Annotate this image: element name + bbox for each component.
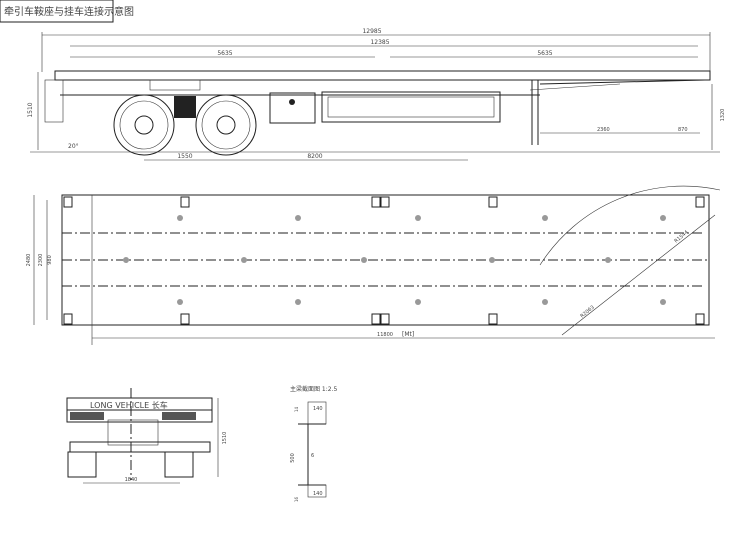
dim-small-height: 1320: [720, 109, 726, 122]
dim-flange-thk-top: 14: [294, 406, 299, 412]
wheel-1: [113, 94, 175, 156]
dim-left-segment: 5635: [217, 50, 232, 57]
dim-width-track: 980: [47, 255, 53, 265]
dim-width-inner: 2300: [38, 254, 44, 267]
title-text: 牵引车鞍座与挂车连接示意图: [4, 5, 134, 18]
radius-2: R2063: [579, 305, 595, 320]
wheel-2: [195, 94, 257, 156]
dim-flange-top: 140: [313, 406, 323, 412]
section-label: 主梁截面图 1:2.5: [290, 385, 337, 393]
twist-locks: [63, 196, 705, 325]
dim-web-height: 500: [290, 453, 296, 463]
dim-rear-track: 1840: [125, 477, 138, 483]
side-view: 12985 12385 5635 5635 1510 20° 1: [27, 28, 726, 161]
beam-section: 主梁截面图 1:2.5 140 140 500 6 14 16: [290, 385, 337, 502]
dim-deck-length: 12385: [370, 39, 389, 46]
dim-flange-bottom: 140: [313, 491, 323, 497]
dim-axle-spacing: 1550: [177, 153, 192, 160]
dim-flange-thk-bottom: 16: [294, 496, 299, 502]
dim-kingpin-axle: 8200: [307, 153, 322, 160]
title-box: 牵引车鞍座与挂车连接示意图: [0, 0, 134, 23]
dim-length-tag: [Mt]: [402, 331, 414, 338]
rear-logo-text: LONG VEHICLE 长车: [90, 400, 168, 410]
dim-landing-gear: 2360: [597, 127, 610, 133]
dim-width-overall: 2480: [26, 254, 32, 267]
dim-height: 1510: [27, 102, 34, 117]
dim-kingpin: 870: [678, 127, 688, 133]
dim-overall-length: 12985: [362, 28, 381, 35]
dim-right-segment: 5635: [537, 50, 552, 57]
dim-web-thickness: 6: [311, 453, 314, 459]
dim-angle: 20°: [68, 143, 79, 150]
dim-length: 11800: [377, 332, 393, 338]
rear-view: LONG VEHICLE 长车 1840 1510: [66, 388, 228, 484]
plan-view: 2480 2300 980 11800 [Mt] R1544 R2063: [26, 185, 721, 345]
dim-rear-height: 1510: [222, 432, 228, 445]
